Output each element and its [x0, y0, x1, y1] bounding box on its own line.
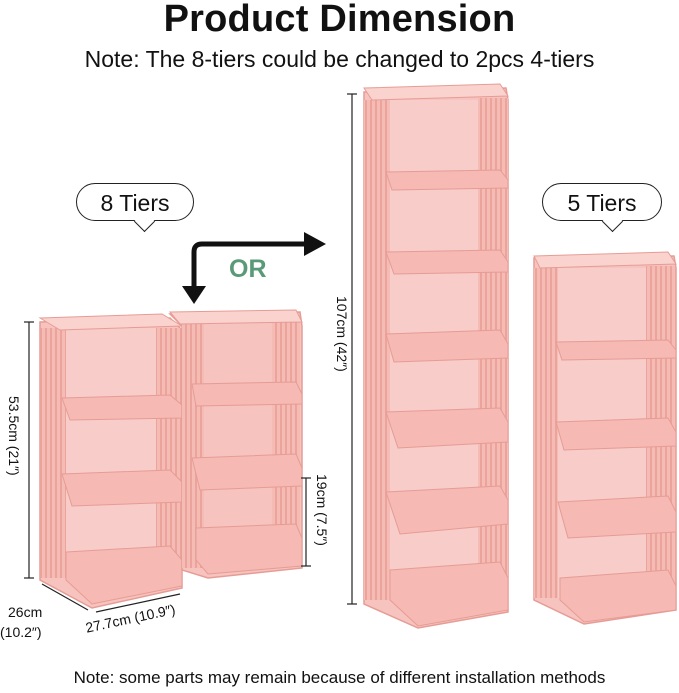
dimension-lines — [24, 93, 357, 613]
bubble-5-tiers-label: 5 Tiers — [567, 190, 637, 216]
or-label: OR — [229, 255, 267, 283]
bubble-5-tiers: 5 Tiers — [542, 183, 662, 233]
bubble-8-tiers-label: 8 Tiers — [100, 190, 170, 216]
shelf-8-tier — [363, 83, 509, 629]
shelf-4-tier-back — [168, 309, 303, 579]
footer-note: Note: some parts may remain because of d… — [73, 668, 606, 687]
bubble-8-tiers: 8 Tiers — [76, 183, 194, 233]
dim-tier-gap: 19cm (7.5″) — [314, 474, 330, 546]
page-title: Product Dimension — [163, 0, 516, 40]
dim-height-8tier: 107cm (42″) — [334, 296, 350, 372]
dim-depth-4tier-in: (10.2″) — [0, 624, 42, 640]
arrow-icon — [182, 232, 326, 304]
dim-depth-4tier: 26cm — [8, 604, 43, 620]
shelf-4-tier-front — [38, 313, 184, 609]
page-subtitle: Note: The 8-tiers could be changed to 2p… — [84, 46, 595, 72]
dim-height-4tier: 53.5cm (21″) — [6, 396, 22, 476]
shelf-5-tier — [533, 251, 677, 625]
